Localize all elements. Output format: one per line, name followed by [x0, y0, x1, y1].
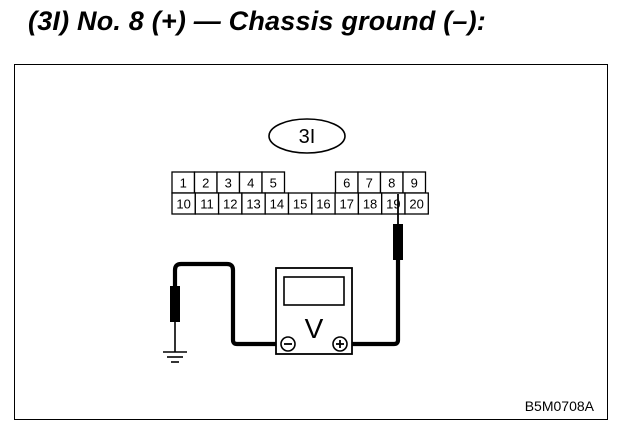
- voltmeter-symbol: V: [305, 313, 324, 344]
- pin-13: 13: [246, 197, 260, 212]
- pin-17: 17: [340, 197, 354, 212]
- pin-9: 9: [411, 176, 418, 191]
- pin-2: 2: [202, 176, 209, 191]
- pin-20-box: [404, 192, 429, 215]
- pin-18: 18: [363, 197, 377, 212]
- pin-16: 16: [316, 197, 330, 212]
- positive-probe: [393, 224, 403, 260]
- figure-code: B5M0708A: [525, 398, 595, 414]
- positive-lead-wire: [352, 260, 401, 347]
- pin-10: 10: [176, 197, 190, 212]
- pin-3: 3: [225, 176, 232, 191]
- pin-6: 6: [343, 176, 350, 191]
- pin-4: 4: [247, 176, 254, 191]
- pin-12: 12: [223, 197, 237, 212]
- ground-lead-wire: [172, 261, 276, 347]
- pin-8: 8: [388, 176, 395, 191]
- pin-1: 1: [180, 176, 187, 191]
- pin-19: 19: [386, 197, 400, 212]
- negative-terminal-icon: [280, 336, 296, 352]
- pin-20: 20: [409, 197, 423, 212]
- pin-7: 7: [366, 176, 373, 191]
- chassis-ground-icon: [163, 351, 187, 363]
- diagram-title: (3I) No. 8 (+) — Chassis ground (–):: [28, 6, 486, 36]
- pin-15: 15: [293, 197, 307, 212]
- connector-label: 3I: [299, 126, 316, 148]
- pin-11: 11: [200, 197, 214, 212]
- diagram-frame: [14, 64, 608, 420]
- connector-label-ellipse: [268, 118, 346, 154]
- ground-probe: [170, 286, 180, 322]
- pin-14: 14: [270, 197, 284, 212]
- pin-5: 5: [270, 176, 277, 191]
- positive-terminal-icon: [332, 336, 348, 352]
